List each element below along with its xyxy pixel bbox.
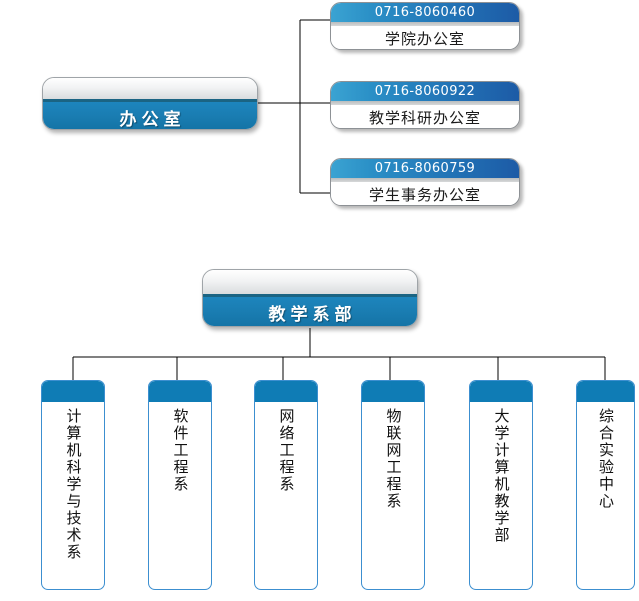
- dept-cap: [362, 381, 424, 402]
- dept-label: 物联网工程系: [384, 408, 402, 510]
- dept-box-5[interactable]: 大学计算机教学部: [469, 380, 533, 590]
- node-cap: [203, 270, 417, 297]
- card-office-0[interactable]: 0716-8060460 学院办公室: [330, 2, 520, 50]
- card-office-2[interactable]: 0716-8060759 学生事务办公室: [330, 158, 520, 206]
- node-office-root-label: 办公室: [119, 109, 186, 130]
- dept-label: 软件工程系: [171, 408, 189, 493]
- node-office-root[interactable]: 办公室: [42, 77, 258, 130]
- dept-label: 计算机科学与技术系: [64, 408, 82, 561]
- node-teaching-root-label: 教学系部: [268, 305, 357, 326]
- node-body: 办公室: [43, 102, 257, 130]
- dept-cap: [42, 381, 104, 402]
- phone-number: 0716-8060460: [331, 3, 519, 22]
- dept-cap: [255, 381, 317, 402]
- dept-cap: [577, 381, 634, 402]
- card-separator: [331, 101, 519, 105]
- card-separator: [331, 178, 519, 182]
- dept-box-4[interactable]: 物联网工程系: [361, 380, 425, 590]
- card-separator: [331, 22, 519, 26]
- phone-number: 0716-8060759: [331, 159, 519, 178]
- office-name: 学生事务办公室: [331, 182, 519, 205]
- dept-box-1[interactable]: 计算机科学与技术系: [41, 380, 105, 590]
- dept-box-3[interactable]: 网络工程系: [254, 380, 318, 590]
- dept-label: 综合实验中心: [597, 408, 614, 510]
- node-body: 教学系部: [203, 296, 417, 326]
- dept-box-6[interactable]: 综合实验中心: [576, 380, 635, 590]
- dept-cap: [470, 381, 532, 402]
- office-name: 学院办公室: [331, 26, 519, 49]
- office-name: 教学科研办公室: [331, 105, 519, 128]
- phone-number: 0716-8060922: [331, 82, 519, 101]
- node-teaching-root[interactable]: 教学系部: [202, 269, 418, 327]
- dept-box-2[interactable]: 软件工程系: [148, 380, 212, 590]
- dept-cap: [149, 381, 211, 402]
- card-office-1[interactable]: 0716-8060922 教学科研办公室: [330, 81, 520, 129]
- node-cap: [43, 78, 257, 103]
- dept-label: 网络工程系: [277, 408, 295, 493]
- dept-label: 大学计算机教学部: [492, 408, 510, 544]
